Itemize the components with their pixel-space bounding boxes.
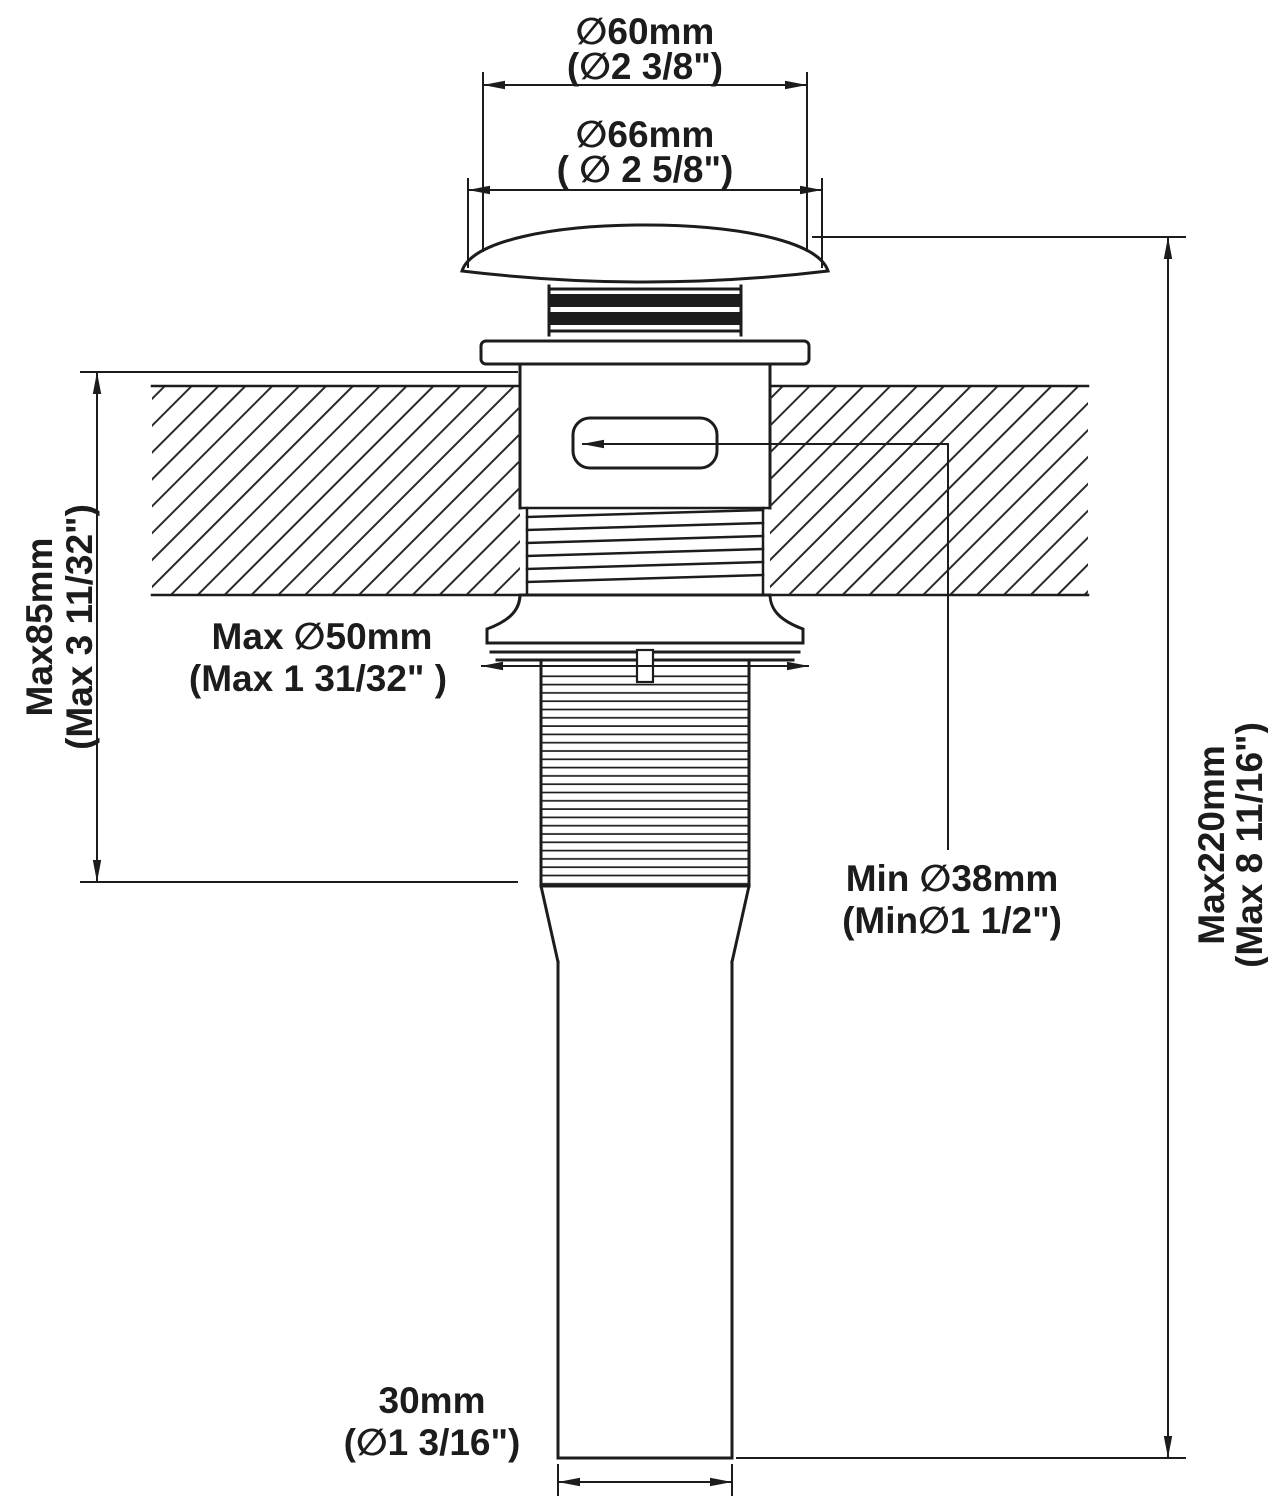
label-locknut-imperial: (Max 1 31/32" ) [189, 658, 447, 699]
leader-line [582, 439, 949, 850]
upper-thread [518, 506, 772, 597]
bell-right-flare [768, 593, 805, 645]
thread-line [525, 521, 765, 532]
label-total-height-imperial: (Max 8 11/16") [1229, 722, 1268, 968]
label-cap-outer-imperial: ( ∅ 2 5/8") [557, 149, 734, 190]
barrel-thread-fill [542, 670, 748, 886]
label-above-counter-metric: Max85mm [19, 538, 60, 717]
countertop-section [150, 384, 1090, 597]
dimension-labels: ∅60mm (∅2 3/8") ∅66mm ( ∅ 2 5/8") Max85m… [19, 11, 1268, 1463]
cap-dome-outline [460, 223, 830, 284]
dim-height-above-counter [80, 371, 518, 883]
lower-thread-barrel [539, 648, 751, 888]
dim-tail [557, 1464, 733, 1496]
label-cap-top-metric: ∅60mm [576, 11, 715, 52]
bell-left-flare [485, 593, 522, 645]
thread-line [525, 560, 765, 571]
label-tail-metric: 30mm [379, 1380, 486, 1421]
locknut-bell [485, 593, 805, 662]
label-above-counter-imperial: (Max 3 11/32") [59, 504, 100, 750]
dim-cap-outer [467, 178, 823, 268]
seal-band-upper [549, 294, 741, 307]
seal-band-lower [549, 312, 741, 325]
counter-hatch-left [152, 386, 520, 595]
drain-body-upper [518, 362, 772, 510]
label-cap-top-imperial: (∅2 3/8") [567, 46, 723, 87]
taper-right [730, 884, 751, 964]
label-total-height-metric: Max220mm [1191, 745, 1232, 945]
label-tail-imperial: (∅1 3/16") [344, 1422, 521, 1463]
thread-line [525, 534, 765, 545]
dimension-lines [80, 72, 1186, 1496]
label-drain-hole-imperial: (Min∅1 1/2") [842, 900, 1062, 941]
thread-line [525, 573, 765, 584]
thread-line [525, 508, 765, 519]
drain-assembly [150, 223, 1090, 1460]
popup-cap [460, 223, 830, 284]
dim-total-height [736, 236, 1186, 1459]
taper-left [539, 884, 560, 964]
label-drain-hole-metric: Min ∅38mm [846, 858, 1059, 899]
tail-pipe [539, 884, 751, 1460]
label-locknut-metric: Max ∅50mm [212, 616, 433, 657]
label-cap-outer-metric: ∅66mm [576, 114, 715, 155]
dim-cap-top [482, 72, 808, 252]
dim-overflow-leader [582, 439, 949, 850]
thread-line [525, 547, 765, 558]
top-flange [479, 339, 811, 366]
stopper-seal [547, 284, 743, 337]
counter-hatch-right [770, 386, 1088, 595]
